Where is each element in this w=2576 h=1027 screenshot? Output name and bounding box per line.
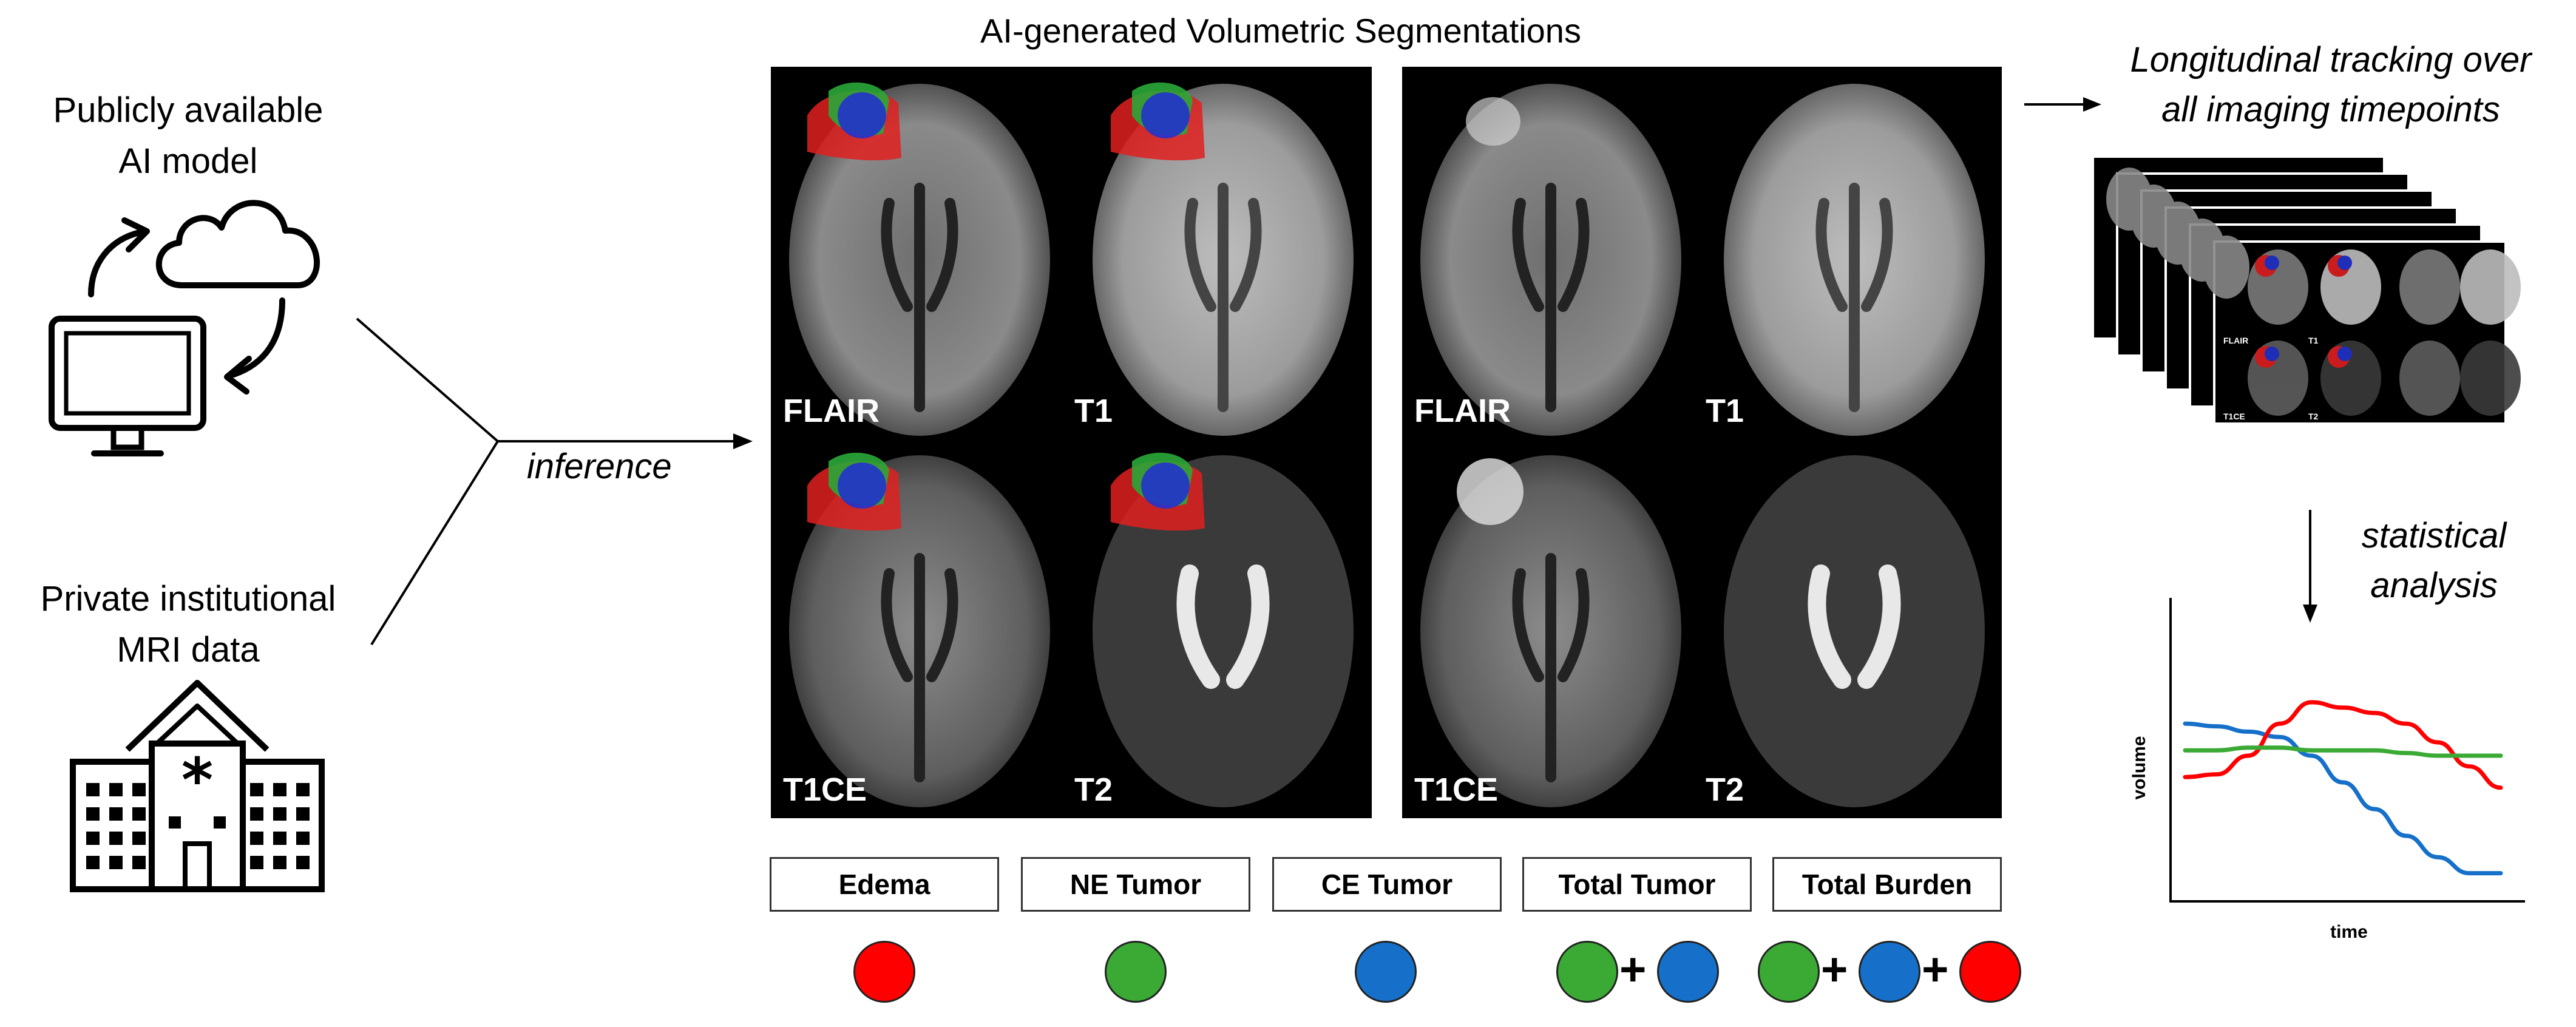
data-caption: Private institutional MRI data: [6, 574, 370, 676]
series-group: [2183, 700, 2503, 876]
swatch-total-burden-ne: [1758, 941, 1820, 1003]
legend-ce-tumor-label: CE Tumor: [1272, 857, 1502, 912]
timepoint-stack-graphic: [2092, 155, 2521, 425]
model-caption-line1: Publicly available: [53, 90, 324, 130]
tracking-caption: Longitudinal tracking over all imaging t…: [2088, 35, 2574, 135]
panel1-label-t1ce: T1CE: [783, 771, 867, 808]
mini-label-t1ce: T1CE: [2223, 412, 2245, 421]
mini-label-t2: T2: [2308, 412, 2319, 421]
model-caption-line2: AI model: [118, 141, 258, 181]
swatch-edema: [853, 941, 915, 1003]
brain-slice-t2-post: [1724, 455, 1985, 807]
panel2-label-t1ce: T1CE: [1414, 771, 1499, 808]
swatch-ce-tumor: [1355, 941, 1417, 1003]
data-caption-line1: Private institutional: [40, 579, 336, 619]
stat-caption: statistical analysis: [2319, 511, 2549, 611]
stat-caption-line1: statistical: [2361, 516, 2507, 555]
volume-chart: volume time: [2129, 598, 2525, 942]
tracking-caption-line1: Longitudinal tracking over: [2130, 40, 2532, 80]
monitor-icon: [49, 316, 206, 456]
panel2-label-t2: T2: [1706, 771, 1744, 808]
mri-images-pre: [789, 82, 1354, 807]
swatch-total-burden-edema: [1959, 941, 2021, 1003]
swatch-total-tumor-ce: [1657, 941, 1719, 1003]
mri-images-post: [1420, 84, 1985, 807]
panel2-label-flair: FLAIR: [1414, 393, 1511, 429]
hospital-icon: *: [70, 680, 325, 892]
series-red-line: [2183, 700, 2503, 790]
plus-icon: +: [1619, 944, 1647, 995]
mri-panel-pre: FLAIR T1 T1CE T2: [771, 67, 1372, 818]
sync-arrows-icon: [88, 217, 285, 395]
panel1-label-t1: T1: [1074, 393, 1113, 429]
panel2-label-t1: T1: [1706, 393, 1744, 429]
legend-ne-tumor-label: NE Tumor: [1021, 857, 1250, 912]
panel1-label-t2: T2: [1074, 771, 1113, 808]
x-axis-label: time: [2330, 922, 2368, 942]
series-blue-line: [2183, 721, 2503, 876]
legend-total-tumor-label: Total Tumor: [1522, 857, 1752, 912]
mini-label-t1: T1: [2308, 336, 2319, 345]
plus-icon: +: [1821, 944, 1848, 995]
mri-panel-post: FLAIR T1 T1CE T2: [1402, 67, 2002, 818]
plus-icon: +: [1922, 944, 1949, 995]
legend-edema-label: Edema: [770, 857, 999, 912]
timepoint-stack: FLAIR T1 T1CE T2: [2092, 155, 2572, 460]
panel1-label-flair: FLAIR: [783, 393, 880, 429]
tracking-caption-line2: all imaging timepoints: [2161, 90, 2500, 129]
mini-label-flair: FLAIR: [2223, 336, 2249, 345]
data-caption-line2: MRI data: [117, 630, 260, 669]
inference-label: inference: [527, 447, 672, 486]
brain-slice-t2: [1093, 455, 1354, 807]
model-caption: Publicly available AI model: [6, 85, 370, 187]
swatch-ne-tumor: [1105, 941, 1167, 1003]
legend-total-burden-label: Total Burden: [1772, 857, 2002, 912]
series-green-line: [2183, 745, 2503, 758]
y-axis-label: volume: [2129, 736, 2149, 799]
cloud-icon: [155, 200, 320, 288]
swatch-total-burden-ce: [1859, 941, 1920, 1003]
swatch-total-tumor-ne: [1556, 941, 1618, 1003]
svg-text:*: *: [181, 745, 213, 816]
figure-title: AI-generated Volumetric Segmentations: [980, 12, 1581, 50]
stat-caption-line2: analysis: [2370, 566, 2498, 605]
